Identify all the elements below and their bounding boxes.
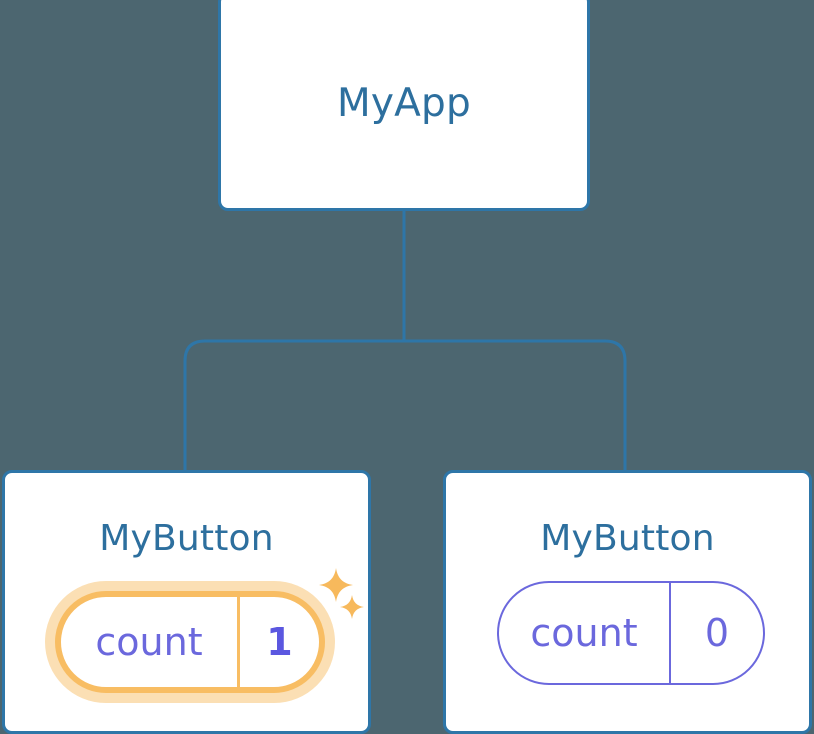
state-pill-right-key: count xyxy=(499,583,671,683)
sparkle-small-icon xyxy=(340,595,364,619)
state-pill-right-value: 0 xyxy=(704,611,730,655)
edge-branch-bar xyxy=(183,339,627,470)
node-myapp-label: MyApp xyxy=(337,81,471,126)
node-mybutton-left-label: MyButton xyxy=(99,518,274,559)
node-mybutton-left[interactable]: MyButton count 1 xyxy=(2,470,371,734)
sparkle-large-icon xyxy=(319,568,353,602)
state-pill-right[interactable]: count 0 xyxy=(497,581,765,685)
state-pill-left[interactable]: count 1 xyxy=(45,581,335,703)
node-mybutton-right[interactable]: MyButton count 0 xyxy=(443,470,812,734)
node-mybutton-right-label: MyButton xyxy=(540,518,715,559)
node-myapp[interactable]: MyApp xyxy=(218,0,590,211)
state-pill-left-value: 1 xyxy=(266,620,293,664)
state-pill-left-key: count xyxy=(61,597,240,687)
